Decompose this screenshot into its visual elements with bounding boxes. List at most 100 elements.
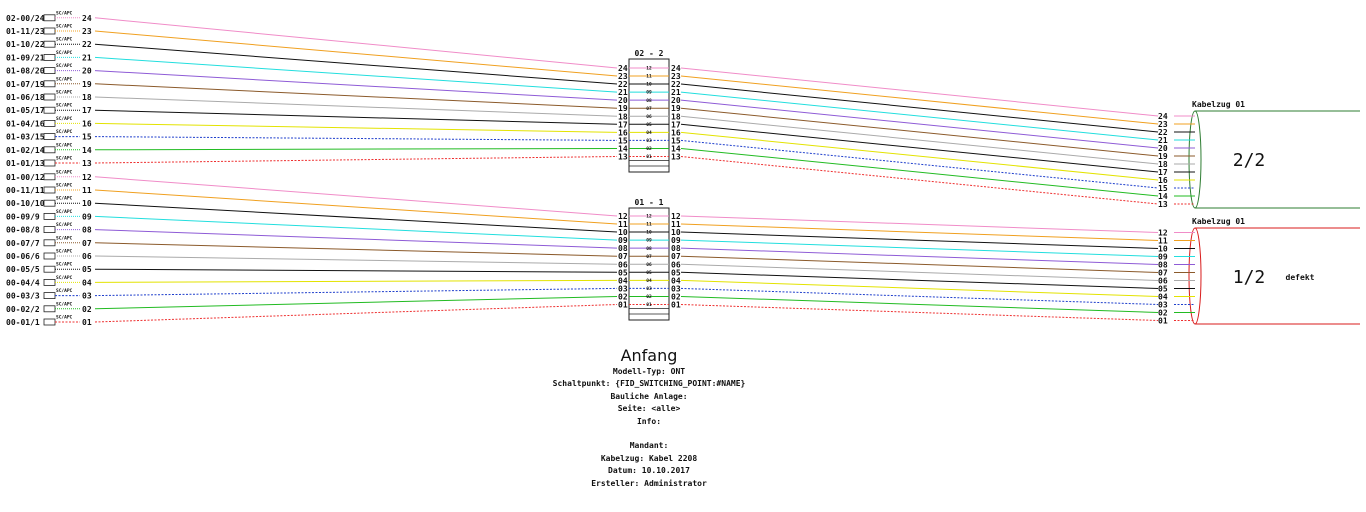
cable-fiber-number: 18 <box>1158 160 1168 169</box>
splice-out-number: 23 <box>671 72 681 81</box>
splice-in-number: 14 <box>618 144 628 153</box>
port-label: 00-05/5 <box>6 265 40 274</box>
splice-inner-number: 08 <box>646 246 652 252</box>
splice-title-upper: 02 - 2 <box>635 49 664 58</box>
cable-fiber-number: 16 <box>1158 176 1168 185</box>
fiber-line <box>680 99 1159 149</box>
port-connector <box>43 173 56 181</box>
port-fiber-number: 03 <box>82 292 92 301</box>
splice-inner-number: 08 <box>646 98 652 104</box>
port-label: 01-04/16 <box>6 119 45 128</box>
cable-fiber-number: 10 <box>1158 245 1168 254</box>
splice-inner-number: 01 <box>646 302 652 308</box>
port-label: 01-06/18 <box>6 93 45 102</box>
port-fiber-number: 23 <box>82 27 92 36</box>
splice-out-number: 10 <box>671 228 681 237</box>
port-connector <box>43 305 56 313</box>
splice-inner-number: 05 <box>646 270 652 276</box>
fiber-line <box>94 215 618 241</box>
port-label: 00-04/4 <box>6 278 40 287</box>
splice-out-number: 02 <box>671 292 681 301</box>
port-label: 02-00/24 <box>6 14 45 23</box>
cable-fiber-number: 11 <box>1158 237 1168 246</box>
port-connector <box>43 120 56 127</box>
port-glyph: SC/APC <box>56 222 73 228</box>
info-author: Ersteller: Administrator <box>591 478 707 488</box>
port-connector <box>43 199 56 207</box>
fiber-line <box>94 109 618 125</box>
cable-end-upper <box>1188 110 1202 209</box>
port-glyph: SC/APC <box>56 275 73 281</box>
cable-body-lower <box>1195 227 1360 325</box>
port-connector <box>43 146 56 154</box>
splice-out-number: 06 <box>671 260 681 269</box>
splice-out-number: 21 <box>671 88 681 97</box>
fiber-line <box>94 136 618 141</box>
splice-inner-number: 06 <box>646 262 652 268</box>
port-fiber-number: 14 <box>82 146 92 155</box>
cable-end-lower <box>1188 227 1202 325</box>
splice-inner-number: 12 <box>646 66 652 72</box>
fiber-line <box>680 75 1159 125</box>
fiber-line <box>680 279 1159 297</box>
fiber-line <box>680 83 1159 133</box>
port-connector <box>43 106 56 114</box>
fiber-line <box>680 287 1159 305</box>
fiber-line <box>94 70 618 101</box>
splice-inner-number: 07 <box>646 254 652 260</box>
port-label: 00-08/8 <box>6 226 40 235</box>
port-glyph: SC/APC <box>56 116 73 122</box>
port-fiber-number: 15 <box>82 133 92 142</box>
port-fiber-number: 18 <box>82 93 92 102</box>
port-fiber-number: 16 <box>82 119 92 128</box>
port-glyph: SC/APC <box>56 262 73 268</box>
fiber-line <box>680 67 1159 117</box>
splice-out-number: 13 <box>671 153 681 162</box>
splice-out-number: 19 <box>671 104 681 113</box>
fiber-line <box>94 30 618 77</box>
port-connector <box>43 212 56 220</box>
info-date: Datum: 10.10.2017 <box>608 466 690 476</box>
splice-inner-number: 03 <box>646 138 652 144</box>
fiber-line <box>94 189 618 225</box>
port-label: 00-03/3 <box>6 292 40 301</box>
cable-fiber-number: 19 <box>1158 152 1168 161</box>
port-glyph: SC/APC <box>56 142 73 148</box>
title-block: Anfang Modell-Typ: ONT Schaltpunkt: {FID… <box>499 346 799 490</box>
port-glyph: SC/APC <box>56 183 73 189</box>
splice-in-number: 17 <box>618 120 628 129</box>
port-connector <box>43 93 56 101</box>
port-label: 01-08/20 <box>6 67 45 76</box>
info-model-type: Modell-Typ: ONT <box>612 367 686 376</box>
port-label: 00-02/2 <box>6 305 40 314</box>
fiber-line <box>680 131 1159 181</box>
info-cable-run: Kabelzug: Kabel 2208 <box>600 453 698 463</box>
port-connector <box>43 239 56 247</box>
port-fiber-number: 10 <box>82 199 92 208</box>
splice-out-number: 14 <box>671 144 681 153</box>
splice-in-number: 07 <box>618 252 628 261</box>
port-glyph: SC/APC <box>56 129 73 135</box>
port-glyph: SC/APC <box>56 50 73 56</box>
cable-fiber-number: 03 <box>1158 301 1168 310</box>
fiber-line <box>680 115 1159 165</box>
port-label: 01-02/14 <box>6 146 45 155</box>
splice-box-upper <box>628 58 670 173</box>
info-page: Seite: <alle> <box>617 404 681 414</box>
port-glyph: SC/APC <box>56 301 73 307</box>
port-fiber-number: 05 <box>82 265 92 274</box>
plan-title: Anfang <box>620 346 678 365</box>
splice-in-number: 02 <box>618 292 628 301</box>
port-glyph: SC/APC <box>56 235 73 241</box>
fiber-line <box>680 247 1159 265</box>
port-fiber-number: 04 <box>82 278 92 287</box>
splice-in-number: 06 <box>618 260 628 269</box>
splice-in-number: 23 <box>618 72 628 81</box>
port-connector <box>43 278 56 286</box>
info-info: Info: <box>636 416 662 426</box>
fiber-line <box>680 156 1159 205</box>
port-glyph: SC/APC <box>56 249 73 255</box>
port-label: 00-01/1 <box>6 318 40 327</box>
port-fiber-number: 24 <box>82 14 92 23</box>
